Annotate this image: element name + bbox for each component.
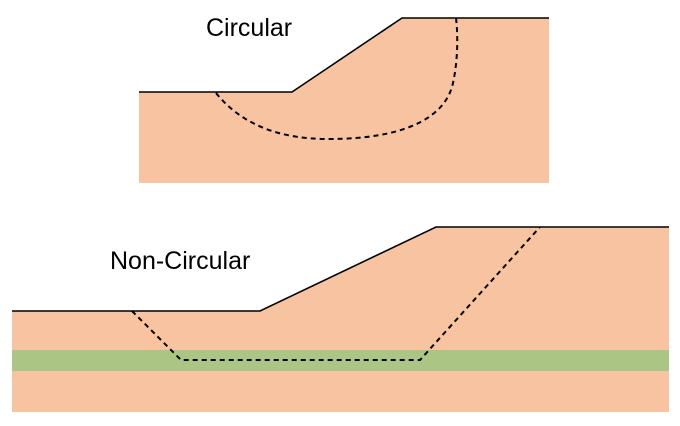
circular-label: Circular [206,14,293,42]
circular-slope-figure [139,17,549,183]
noncircular-slope-figure [12,226,669,412]
circular-slip-surface [215,17,459,141]
noncircular-slip-surface [131,226,541,361]
noncircular-ground-surface [12,226,669,312]
circular-ground-surface [139,17,549,93]
non-circular-label: Non-Circular [110,247,251,275]
circular-soil-body [139,18,549,183]
